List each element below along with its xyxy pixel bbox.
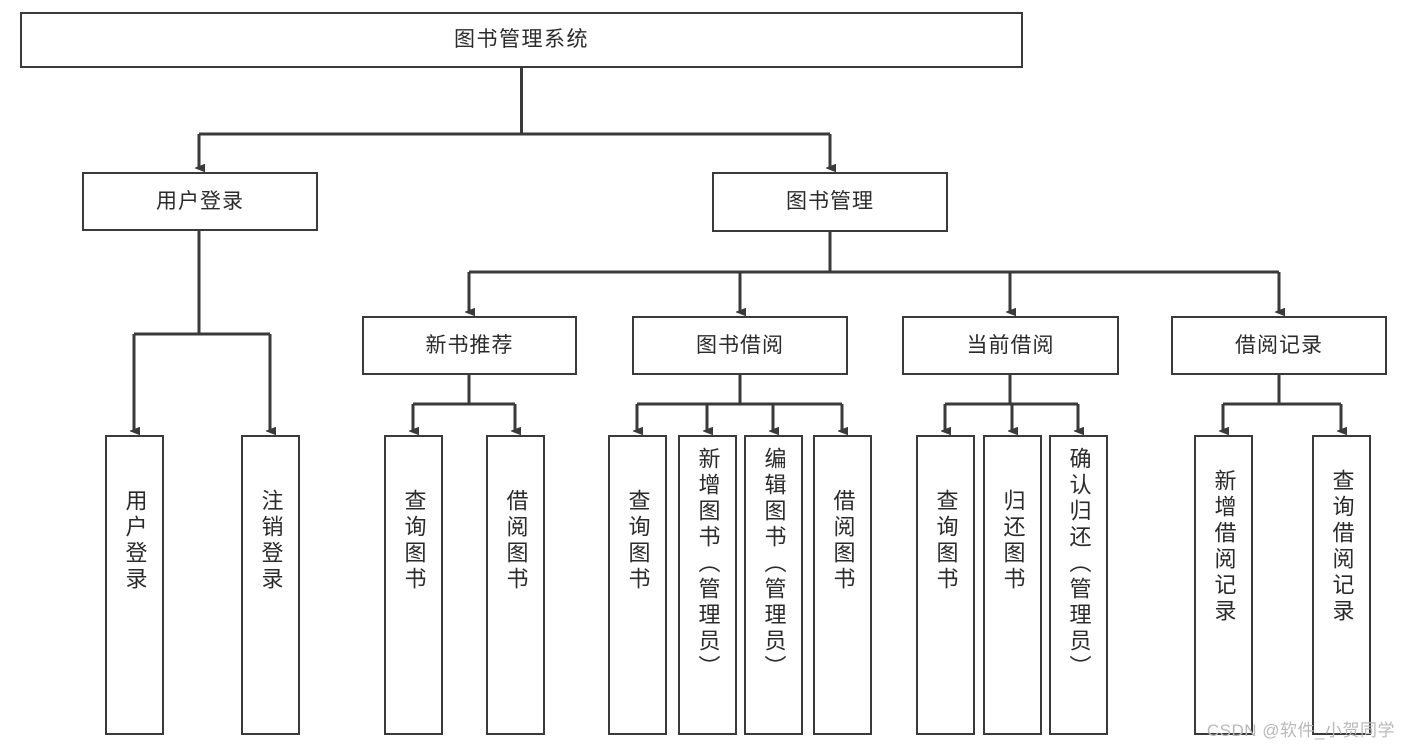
leaf-current-borrow-confirm-return[interactable]: 确认归还（管理员） bbox=[1049, 435, 1108, 735]
node-label: 图书管理系统 bbox=[454, 28, 589, 52]
node-label: 借阅记录 bbox=[1235, 333, 1323, 357]
node-book-borrow[interactable]: 图书借阅 bbox=[632, 316, 848, 375]
node-label: 借阅图书 bbox=[830, 489, 856, 593]
node-label: 借阅图书 bbox=[503, 489, 529, 593]
node-new-book-recommend[interactable]: 新书推荐 bbox=[362, 316, 577, 375]
leaf-book-borrow-add[interactable]: 新增图书（管理员） bbox=[678, 435, 737, 735]
leaf-user-login-signout[interactable]: 注销登录 bbox=[241, 435, 300, 735]
leaf-book-borrow-query[interactable]: 查询图书 bbox=[608, 435, 667, 735]
node-label: 用户登录 bbox=[122, 489, 148, 593]
node-label: 归还图书 bbox=[1000, 489, 1026, 593]
node-label: 查询图书 bbox=[625, 489, 651, 593]
leaf-book-borrow-borrow[interactable]: 借阅图书 bbox=[813, 435, 872, 735]
node-root-system[interactable]: 图书管理系统 bbox=[20, 12, 1023, 68]
leaf-current-borrow-query[interactable]: 查询图书 bbox=[916, 435, 975, 735]
node-label: 新增借阅记录 bbox=[1211, 469, 1237, 625]
node-user-login[interactable]: 用户登录 bbox=[82, 172, 318, 231]
leaf-new-book-query[interactable]: 查询图书 bbox=[384, 435, 443, 735]
leaf-current-borrow-return[interactable]: 归还图书 bbox=[983, 435, 1042, 735]
leaf-borrow-record-query[interactable]: 查询借阅记录 bbox=[1312, 435, 1371, 735]
node-borrow-record[interactable]: 借阅记录 bbox=[1171, 316, 1387, 375]
leaf-user-login-signin[interactable]: 用户登录 bbox=[105, 435, 164, 735]
leaf-new-book-borrow[interactable]: 借阅图书 bbox=[486, 435, 545, 735]
node-label: 图书管理 bbox=[786, 190, 874, 214]
node-label: 用户登录 bbox=[156, 189, 244, 213]
node-label: 图书借阅 bbox=[696, 333, 784, 357]
node-current-borrow[interactable]: 当前借阅 bbox=[902, 316, 1119, 375]
node-label: 查询借阅记录 bbox=[1329, 469, 1355, 625]
node-label: 新书推荐 bbox=[425, 333, 514, 357]
leaf-borrow-record-add[interactable]: 新增借阅记录 bbox=[1194, 435, 1253, 735]
watermark-text: CSDN @软件_小贺同学 bbox=[1206, 721, 1395, 740]
node-label: 查询图书 bbox=[933, 489, 959, 593]
node-label: 注销登录 bbox=[258, 489, 284, 593]
node-label: 新增图书（管理员） bbox=[695, 447, 721, 681]
node-book-management[interactable]: 图书管理 bbox=[712, 172, 948, 232]
leaf-book-borrow-edit[interactable]: 编辑图书（管理员） bbox=[744, 435, 803, 735]
node-label: 确认归还（管理员） bbox=[1066, 447, 1092, 681]
node-label: 编辑图书（管理员） bbox=[761, 447, 787, 681]
node-label: 查询图书 bbox=[401, 489, 427, 593]
node-label: 当前借阅 bbox=[966, 333, 1055, 357]
